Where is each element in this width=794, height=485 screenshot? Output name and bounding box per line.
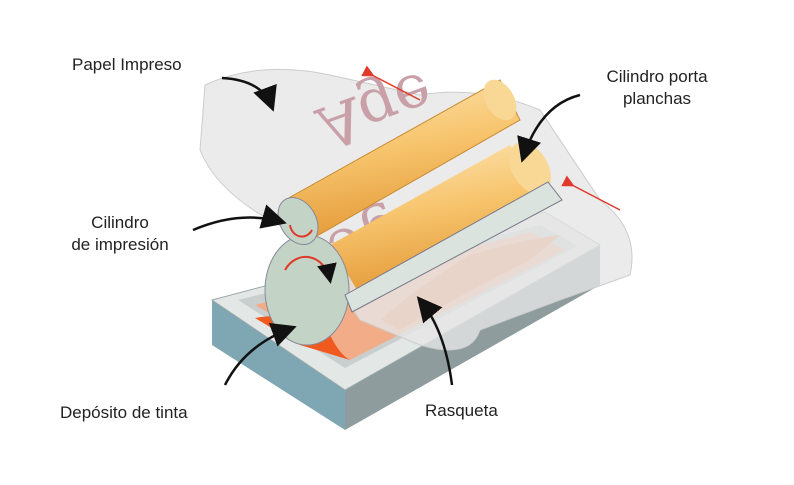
label-plate-cylinder-line1: Cilindro porta <box>606 67 708 86</box>
label-paper: Papel Impreso <box>72 55 182 74</box>
label-plate-cylinder-line2: planchas <box>622 89 692 108</box>
label-plate-cylinder: Cilindro porta planchas <box>582 66 732 110</box>
callout-arrow-paper <box>221 76 277 112</box>
impression-roller <box>264 234 350 346</box>
callout-arrow-impression-cylinder <box>192 204 287 232</box>
callout-arrow-plate-cylinder <box>517 93 581 163</box>
paper-direction-arrow <box>361 65 421 101</box>
label-impression-cylinder-line2: de impresión <box>71 235 169 254</box>
label-impression-cylinder: Cilindro de impresión <box>50 212 190 256</box>
callout-arrow-doctor-blade <box>416 296 454 386</box>
doctor-blade-shape <box>344 181 563 313</box>
label-ink-tank: Depósito de tinta <box>60 403 188 422</box>
impression-cylinder <box>277 79 521 245</box>
label-doctor-blade: Rasqueta <box>425 401 498 420</box>
paper-direction-arrow <box>561 175 621 211</box>
callout-arrow-ink-tank <box>223 323 297 386</box>
label-impression-cylinder-line1: Cilindro <box>91 213 149 232</box>
